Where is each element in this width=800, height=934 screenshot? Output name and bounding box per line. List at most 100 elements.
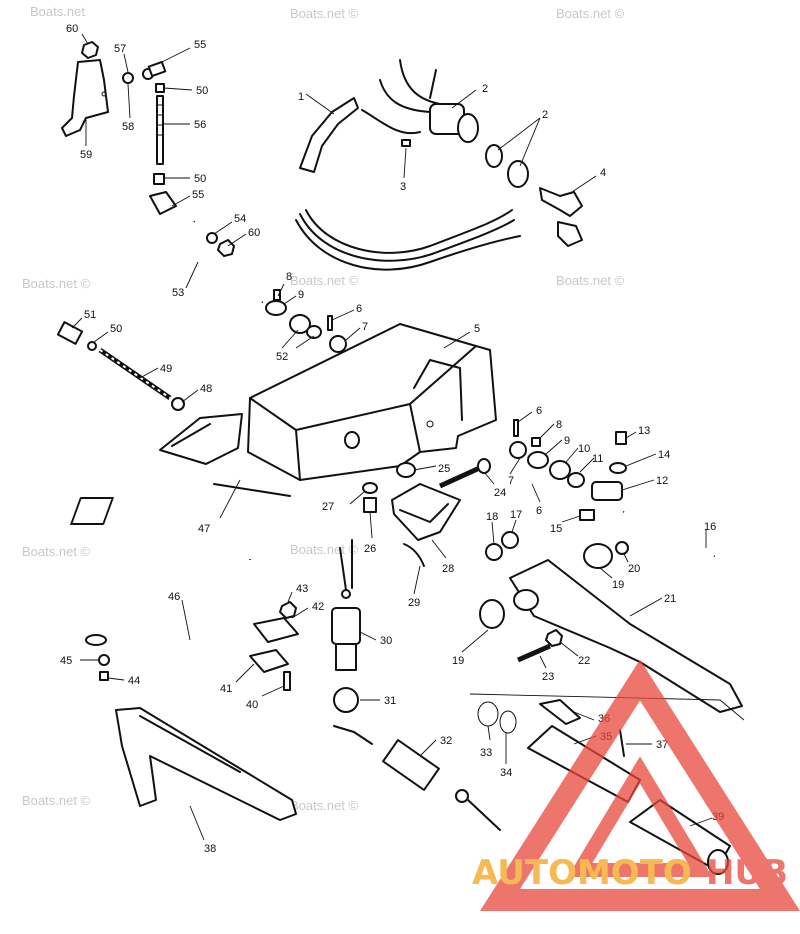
watermark-4: Boats.net ©: [22, 276, 91, 291]
cover-38: [115, 707, 297, 821]
callout-6: 6: [536, 405, 542, 417]
callout-28: 28: [442, 563, 454, 575]
watermark-5: Boats.net ©: [290, 273, 359, 288]
callout-19: 19: [452, 655, 464, 667]
callout-7: 7: [362, 321, 368, 333]
callout-54: 54: [234, 213, 246, 225]
housing-5: [70, 323, 497, 525]
callout-55: 55: [192, 189, 204, 201]
bracket-59: [61, 59, 109, 137]
callout-labels: 60 57 55 50 58 56 59 50 55 54 60 53 8 9 …: [60, 23, 724, 855]
logo-inner-triangle: [567, 756, 713, 877]
callout-16: 16: [704, 521, 716, 533]
cable-end-left: [56, 321, 185, 411]
watermark-10: Boats.net ©: [290, 798, 359, 813]
callout-1: 1: [298, 91, 304, 103]
callout-10: 10: [578, 443, 590, 455]
callout-17: 17: [510, 509, 522, 521]
callout-42: 42: [312, 601, 324, 613]
key-4: [539, 187, 583, 247]
callout-29: 29: [408, 597, 420, 609]
callout-56: 56: [194, 119, 206, 131]
callout-46: 46: [168, 591, 180, 603]
callout-53: 53: [172, 287, 184, 299]
callout-58: 58: [122, 121, 134, 133]
connector-30: [331, 539, 501, 831]
logo-text-automoto: AUTOMOTO: [472, 853, 692, 893]
callout-11: 11: [592, 453, 603, 465]
callout-20: 20: [628, 563, 640, 575]
callout-33: 33: [480, 747, 492, 759]
callout-45: 45: [60, 655, 72, 667]
automotohub-logo: AUTOMOTO HUB: [472, 659, 800, 911]
logo-triangle: [479, 659, 800, 911]
linkage-upper: [81, 41, 177, 215]
bushing-set-right: [509, 419, 715, 558]
callout-51: 51: [84, 309, 96, 321]
logo-text-hub: HUB: [706, 853, 788, 893]
callout-9: 9: [298, 289, 304, 301]
clamps-41-42: [249, 601, 299, 691]
callout-59: 59: [80, 149, 92, 161]
callout-60: 60: [248, 227, 260, 239]
callout-32: 32: [440, 735, 452, 747]
callout-31: 31: [384, 695, 396, 707]
bushing-set-upper: [265, 289, 347, 353]
callout-44: 44: [128, 675, 140, 687]
callout-41: 41: [220, 683, 232, 695]
callout-9: 9: [564, 435, 570, 447]
callout-23: 23: [542, 671, 554, 683]
callout-40: 40: [246, 699, 258, 711]
callout-50: 50: [194, 173, 206, 185]
bolts-and-bracket: [362, 458, 491, 567]
callout-50: 50: [110, 323, 122, 335]
callout-55: 55: [194, 39, 206, 51]
callout-3: 3: [400, 181, 406, 193]
callout-30: 30: [380, 635, 392, 647]
callout-26: 26: [364, 543, 376, 555]
watermarks: Boats.net Boats.net © Boats.net © Boats.…: [22, 4, 625, 813]
callout-4: 4: [600, 167, 606, 179]
callout-48: 48: [200, 383, 212, 395]
callout-49: 49: [160, 363, 172, 375]
callout-27: 27: [322, 501, 334, 513]
callout-2: 2: [542, 109, 548, 121]
wiring-harness: [295, 59, 521, 271]
watermark-9: Boats.net ©: [22, 793, 91, 808]
watermark-3: Boats.net ©: [556, 6, 625, 21]
callout-52: 52: [276, 351, 288, 363]
callout-7: 7: [508, 475, 514, 487]
cable-46: [85, 559, 252, 681]
leader-lines: [71, 33, 713, 841]
callout-13: 13: [638, 425, 650, 437]
callout-24: 24: [494, 487, 506, 499]
callout-21: 21: [664, 593, 676, 605]
rod-53: [182, 221, 263, 304]
callout-25: 25: [438, 463, 450, 475]
callout-43: 43: [296, 583, 308, 595]
callout-8: 8: [286, 271, 292, 283]
callout-34: 34: [500, 767, 512, 779]
callout-15: 15: [550, 523, 562, 535]
guide-1: [299, 97, 359, 173]
callout-12: 12: [656, 475, 668, 487]
callout-8: 8: [556, 419, 562, 431]
callout-2: 2: [482, 83, 488, 95]
callout-5: 5: [474, 323, 480, 335]
watermark-2: Boats.net ©: [290, 6, 359, 21]
callout-47: 47: [198, 523, 210, 535]
watermark-1: Boats.net: [30, 4, 85, 19]
callout-50: 50: [196, 85, 208, 97]
callout-22: 22: [578, 655, 590, 667]
callout-6: 6: [536, 505, 542, 517]
callout-18: 18: [486, 511, 498, 523]
callout-57: 57: [114, 43, 126, 55]
watermark-8: Boats.net ©: [290, 542, 359, 557]
callout-38: 38: [204, 843, 216, 855]
watermark-7: Boats.net ©: [22, 544, 91, 559]
callout-37: 37: [656, 739, 668, 751]
tube-21: [479, 531, 743, 713]
callout-6: 6: [356, 303, 362, 315]
callout-14: 14: [658, 449, 670, 461]
